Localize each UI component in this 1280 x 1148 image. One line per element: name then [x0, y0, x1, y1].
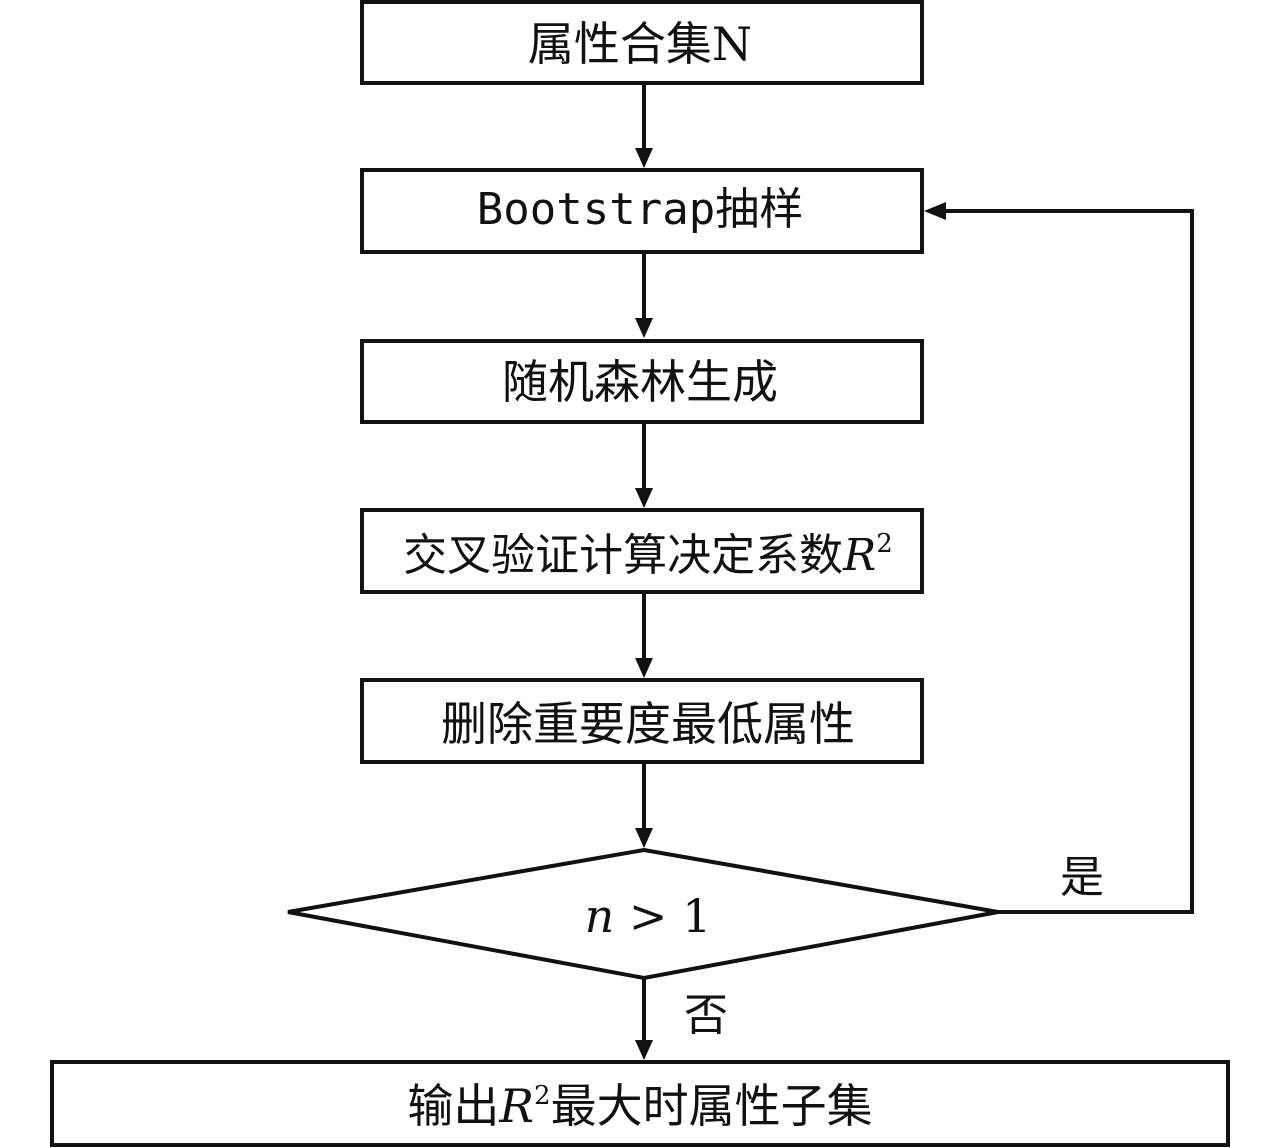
node-rf-generation-label: 随机森林生成	[502, 355, 778, 409]
node-cross-validation-label: 交叉验证计算决定系数R2	[403, 529, 893, 581]
node-decision: n > 1	[287, 847, 999, 981]
node-output-text-a: 输出	[407, 1079, 499, 1133]
edge-cv-to-delete	[635, 592, 653, 678]
edge-decision-yes-loop	[924, 202, 1194, 914]
node-attribute-set: 属性合集N	[360, 0, 924, 85]
node-cross-validation-text: 交叉验证计算决定系数	[403, 530, 843, 581]
node-output-sup: 2	[534, 1081, 551, 1111]
node-bootstrap-label: Bootstrap抽样	[477, 184, 803, 235]
node-bootstrap: Bootstrap抽样	[360, 168, 924, 254]
edge-decision-no	[635, 978, 653, 1060]
node-bootstrap-label-latin: Bootstrap	[477, 184, 715, 235]
node-decision-op: > 1	[614, 889, 711, 943]
edge-yes-label: 是	[1060, 852, 1104, 903]
node-output: 输出R2最大时属性子集	[50, 1060, 1230, 1147]
node-cross-validation: 交叉验证计算决定系数R2	[360, 508, 924, 594]
edge-rf-to-cv	[635, 422, 653, 508]
node-delete-attribute: 删除重要度最低属性	[360, 678, 924, 764]
edge-no-label: 否	[684, 990, 728, 1041]
node-output-var: R	[498, 1079, 534, 1133]
edge-delete-to-decision	[635, 762, 653, 848]
node-decision-label: n > 1	[585, 889, 712, 943]
node-cross-validation-sup: 2	[876, 529, 893, 559]
node-decision-var: n	[585, 889, 615, 943]
edge-attribute-set-to-bootstrap	[635, 83, 653, 168]
node-cross-validation-var: R	[842, 530, 876, 581]
edge-bootstrap-to-rf	[635, 252, 653, 338]
node-attribute-set-label: 属性合集N	[528, 17, 752, 71]
node-bootstrap-label-cjk: 抽样	[715, 184, 803, 235]
node-rf-generation: 随机森林生成	[360, 339, 924, 424]
node-delete-attribute-label: 删除重要度最低属性	[441, 697, 855, 751]
node-output-text-b: 最大时属性子集	[551, 1079, 873, 1133]
node-output-label: 输出R2最大时属性子集	[407, 1079, 872, 1133]
